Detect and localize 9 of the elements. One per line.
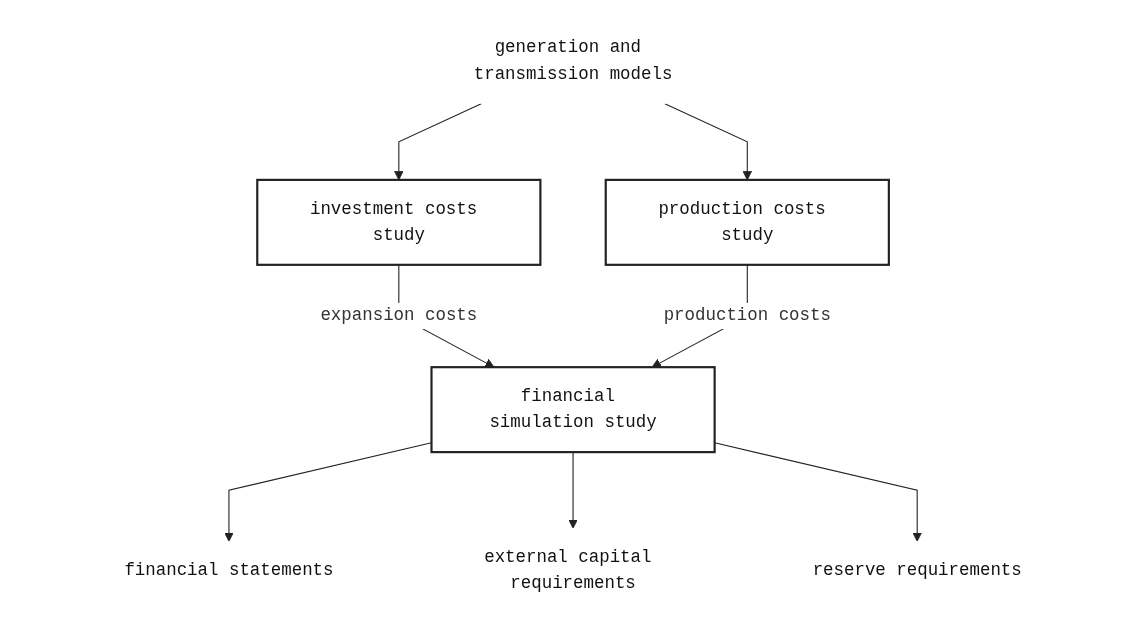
node-box: investment costs study — [256, 178, 542, 266]
node-text: financial statements — [124, 561, 334, 581]
node-box: production costs study — [605, 178, 891, 266]
node-text: generation and transmission models — [474, 38, 673, 85]
node-box: financial simulation study — [430, 366, 717, 454]
edge-label: expansion costs — [320, 306, 478, 326]
node-text: external capital requirements — [484, 547, 652, 594]
edge-label: production costs — [664, 306, 832, 326]
node-text: reserve requirements — [813, 561, 1023, 581]
